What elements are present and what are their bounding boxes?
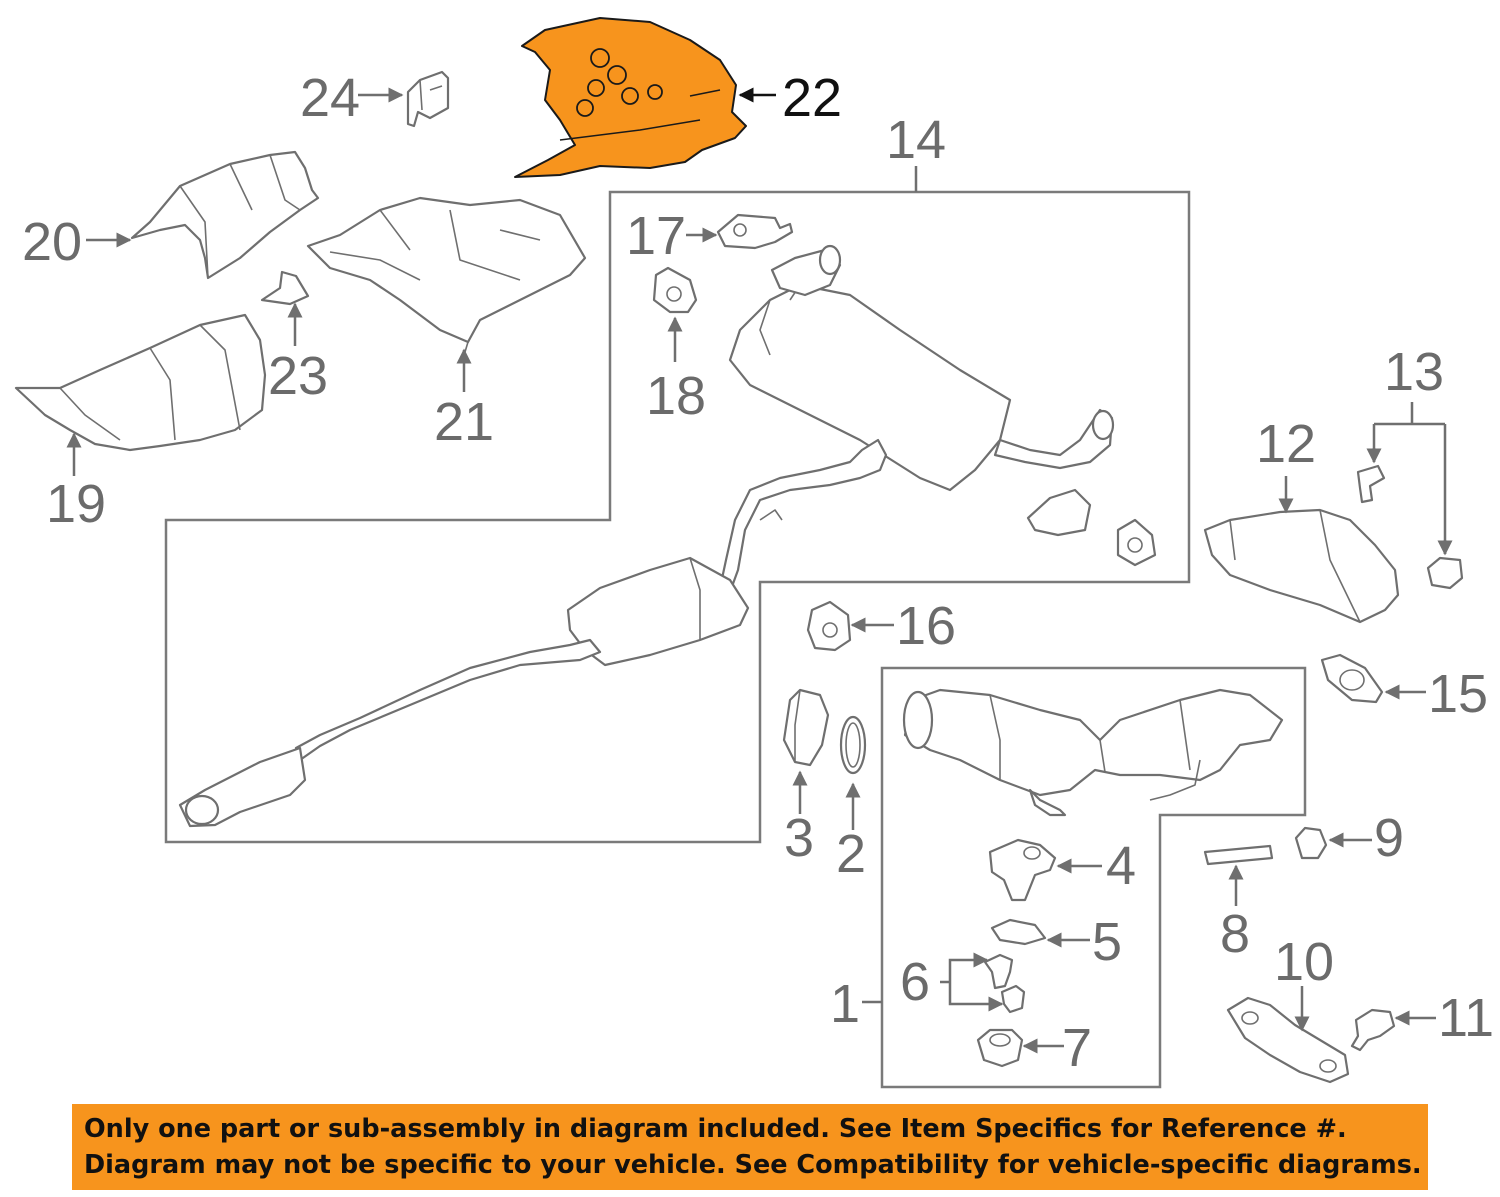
callout-24: 24: [300, 68, 360, 128]
disclaimer-line-1: Only one part or sub-assembly in diagram…: [84, 1114, 1347, 1144]
leader-lines: [66, 87, 1453, 1054]
callout-23: 23: [268, 346, 328, 406]
part-5-gasket[interactable]: [990, 918, 1047, 946]
callout-22: 22: [782, 68, 842, 128]
part-16-hanger[interactable]: [806, 600, 852, 652]
callout-18: 18: [646, 366, 706, 426]
part-7-nut[interactable]: [976, 1028, 1024, 1068]
disclaimer-banner: Only one part or sub-assembly in diagram…: [72, 1104, 1428, 1190]
callout-7: 7: [1062, 1018, 1092, 1078]
callout-8: 8: [1220, 904, 1250, 964]
part-11-sensor[interactable]: [1350, 1008, 1396, 1052]
part-21-floor-shield[interactable]: [306, 196, 587, 353]
part-4-bracket[interactable]: [988, 838, 1057, 902]
callout-13: 13: [1384, 342, 1444, 402]
callout-14: 14: [886, 110, 946, 170]
callout-16: 16: [896, 596, 956, 656]
callout-17: 17: [626, 206, 686, 266]
callout-15: 15: [1428, 664, 1488, 724]
callout-5: 5: [1092, 912, 1122, 972]
callout-9: 9: [1374, 808, 1404, 868]
callout-6: 6: [900, 952, 930, 1012]
part-9-bushing[interactable]: [1294, 826, 1328, 860]
part-15-gasket[interactable]: [1320, 653, 1384, 704]
part-1-catalytic-converter[interactable]: [902, 688, 1284, 817]
callout-3: 3: [784, 808, 814, 868]
callout-11: 11: [1438, 988, 1494, 1048]
part-22-heat-shield[interactable]: [514, 17, 747, 178]
part-8-pin[interactable]: [1203, 844, 1274, 866]
part-2-gasket[interactable]: [839, 715, 867, 775]
part-17-gasket[interactable]: [716, 213, 794, 250]
part-10-gasket[interactable]: [1226, 996, 1350, 1084]
callout-labels: 24 22 14 20 17 23 18 13 21 12 19 16 15 3…: [22, 68, 1494, 1078]
part-23-bracket[interactable]: [260, 270, 310, 306]
part-18-hanger[interactable]: [652, 266, 698, 314]
part-19-heat-shield[interactable]: [14, 313, 267, 452]
part-13-bolts[interactable]: [1356, 464, 1464, 590]
part-12-heat-shield[interactable]: [1203, 508, 1400, 624]
callout-20: 20: [22, 212, 82, 272]
part-20-heat-shield[interactable]: [130, 150, 320, 280]
callout-2: 2: [836, 824, 866, 884]
callout-10: 10: [1274, 932, 1334, 992]
part-14-exhaust-assembly[interactable]: [178, 244, 1157, 828]
part-3-clamp[interactable]: [782, 688, 830, 767]
part-24-bracket[interactable]: [406, 70, 450, 128]
callout-12: 12: [1256, 414, 1316, 474]
group-1-frame: [880, 666, 1307, 1089]
group-14-frame: [164, 190, 1191, 844]
callout-4: 4: [1106, 836, 1136, 896]
disclaimer-line-2: Diagram may not be specific to your vehi…: [84, 1150, 1422, 1180]
part-6-studs[interactable]: [983, 953, 1026, 1014]
callout-21: 21: [434, 392, 494, 452]
callout-1: 1: [830, 974, 860, 1034]
callout-19: 19: [46, 474, 106, 534]
